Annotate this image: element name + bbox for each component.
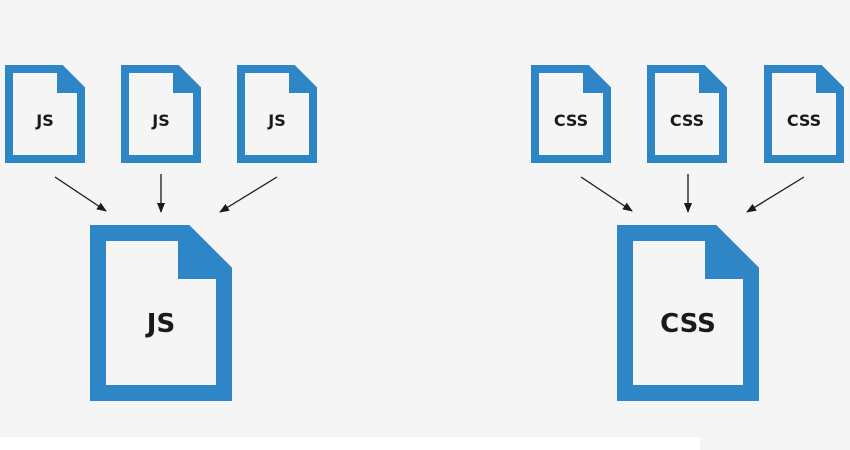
file-type-label: CSS	[660, 309, 716, 339]
arrow	[580, 176, 633, 212]
file-type-label: CSS	[553, 111, 589, 130]
file-type-label: CSS	[669, 111, 705, 130]
file-type-label: JS	[152, 111, 170, 130]
document-icon	[5, 65, 85, 163]
file-type-label: JS	[36, 111, 54, 130]
document-icon	[237, 65, 317, 163]
file-type-label: JS	[268, 111, 286, 130]
bottom-edge-strip	[0, 437, 700, 450]
css-bundle-file: CSS	[617, 225, 759, 401]
js-source-file-1: JS	[5, 65, 85, 163]
file-type-label: JS	[146, 309, 176, 339]
css-source-file-2: CSS	[647, 65, 727, 163]
arrow	[219, 176, 278, 213]
document-icon	[531, 65, 611, 163]
file-type-label: CSS	[786, 111, 822, 130]
document-icon	[90, 225, 232, 401]
arrow	[54, 176, 107, 212]
arrow	[746, 176, 805, 213]
css-source-file-1: CSS	[531, 65, 611, 163]
document-icon	[764, 65, 844, 163]
js-bundle-file: JS	[90, 225, 232, 401]
document-icon	[121, 65, 201, 163]
document-icon	[647, 65, 727, 163]
js-source-file-2: JS	[121, 65, 201, 163]
css-source-file-3: CSS	[764, 65, 844, 163]
document-icon	[617, 225, 759, 401]
js-source-file-3: JS	[237, 65, 317, 163]
